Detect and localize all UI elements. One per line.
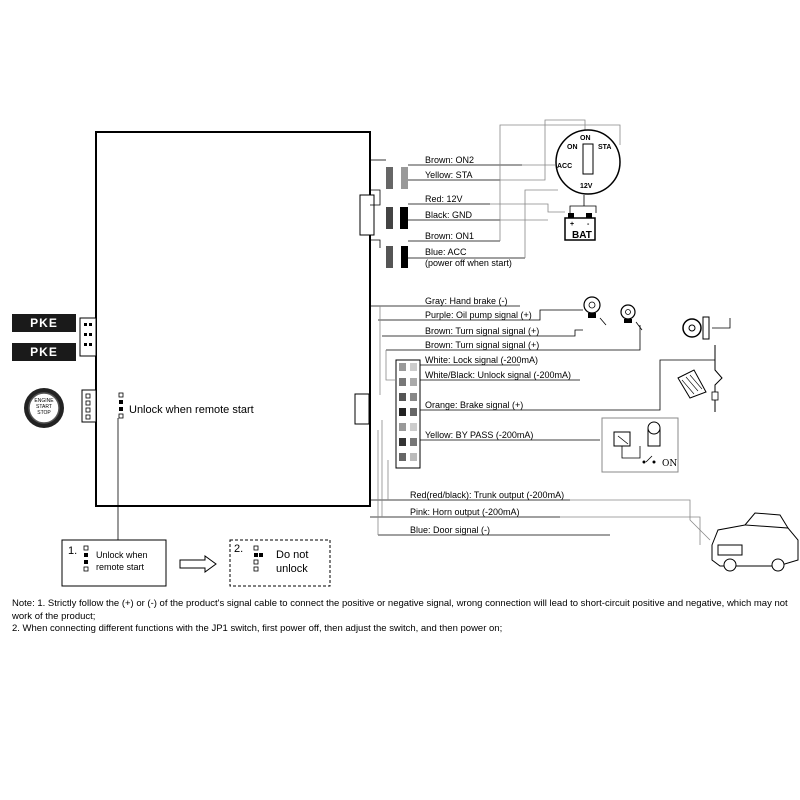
svg-text:+: + [570, 221, 574, 228]
svg-text:Unlock when: Unlock when [96, 550, 148, 560]
ignition-switch: ON ON STA ACC 12V [555, 129, 621, 195]
svg-text:Do not: Do not [276, 549, 308, 561]
note-1: Note: 1. Strictly follow the (+) or (-) … [12, 598, 788, 622]
brake-light-icon [682, 316, 731, 340]
signal-label: Brown: Turn signal signal (+) [425, 340, 539, 350]
svg-text:ON: ON [580, 135, 591, 142]
svg-text:ON: ON [662, 459, 677, 469]
start-connector [81, 389, 97, 423]
svg-text:STOP: STOP [37, 410, 51, 416]
signal-label: White: Lock signal (-200mA) [425, 355, 538, 365]
signal-label: Brown: Turn signal signal (+) [425, 326, 539, 336]
signal-label: Purple: Oil pump signal (+) [425, 310, 532, 320]
svg-text:ON: ON [567, 144, 578, 151]
wire-label: Brown: ON1 [425, 231, 474, 241]
svg-text:12V: 12V [580, 183, 593, 190]
svg-text:START: START [36, 404, 52, 410]
signal-label: Orange: Brake signal (+) [425, 400, 523, 410]
main-unit-label: Unlock when remote start [129, 404, 254, 416]
jp1-switch-on-unit [118, 392, 124, 419]
svg-text:2.: 2. [234, 543, 243, 555]
signal-label: White/Black: Unlock signal (-200mA) [425, 370, 571, 380]
wire-label: Yellow: STA [425, 170, 473, 180]
signal-label: Gray: Hand brake (-) [425, 296, 508, 306]
svg-text:ENGINE: ENGINE [34, 398, 54, 404]
pke-label: PKE [12, 314, 76, 332]
svg-text:ACC: ACC [557, 163, 572, 170]
jp1-option-1-box [61, 539, 167, 587]
wire-label: Red: 12V [425, 194, 463, 204]
arrow-right-icon [179, 555, 217, 573]
signal-label: Blue: Door signal (-) [410, 525, 490, 535]
note-2: 2. When connecting different functions w… [12, 623, 503, 634]
svg-text:STA: STA [598, 144, 611, 151]
svg-text:unlock: unlock [276, 563, 308, 575]
bypass-relay-icon: ON [601, 417, 679, 473]
pke-label: PKE [12, 343, 76, 361]
jp1-option-2-box [229, 539, 331, 587]
wire-label: Brown: ON2 [425, 155, 474, 165]
signal-connector-tab [354, 393, 370, 425]
car-trunk-icon [711, 512, 799, 572]
signal-label: Yellow: BY PASS (-200mA) [425, 430, 533, 440]
main-unit-box [95, 131, 371, 507]
wire-label: Black: GND [425, 210, 473, 220]
wire-label: Blue: ACC [425, 247, 467, 257]
svg-text:remote start: remote start [96, 562, 145, 572]
svg-text:BAT: BAT [572, 230, 592, 241]
svg-text:-: - [587, 221, 590, 228]
wire-label: (power off when start) [425, 258, 512, 268]
signal-connector-block [395, 359, 421, 469]
brake-pedal-icon [677, 345, 723, 412]
power-wire-blocks [386, 167, 408, 268]
signal-label: Pink: Horn output (-200mA) [410, 507, 520, 517]
svg-text:1.: 1. [68, 545, 77, 557]
battery: + - BAT [564, 213, 596, 241]
oil-pump-bulb-icon [620, 304, 643, 331]
pke-connector [79, 317, 97, 357]
turn-signal-bulb-icon [583, 296, 607, 326]
notes-section: Note: 1. Strictly follow the (+) or (-) … [12, 598, 797, 636]
start-stop-button: ENGINE START STOP [24, 388, 64, 428]
signal-label: Red(red/black): Trunk output (-200mA) [410, 490, 564, 500]
